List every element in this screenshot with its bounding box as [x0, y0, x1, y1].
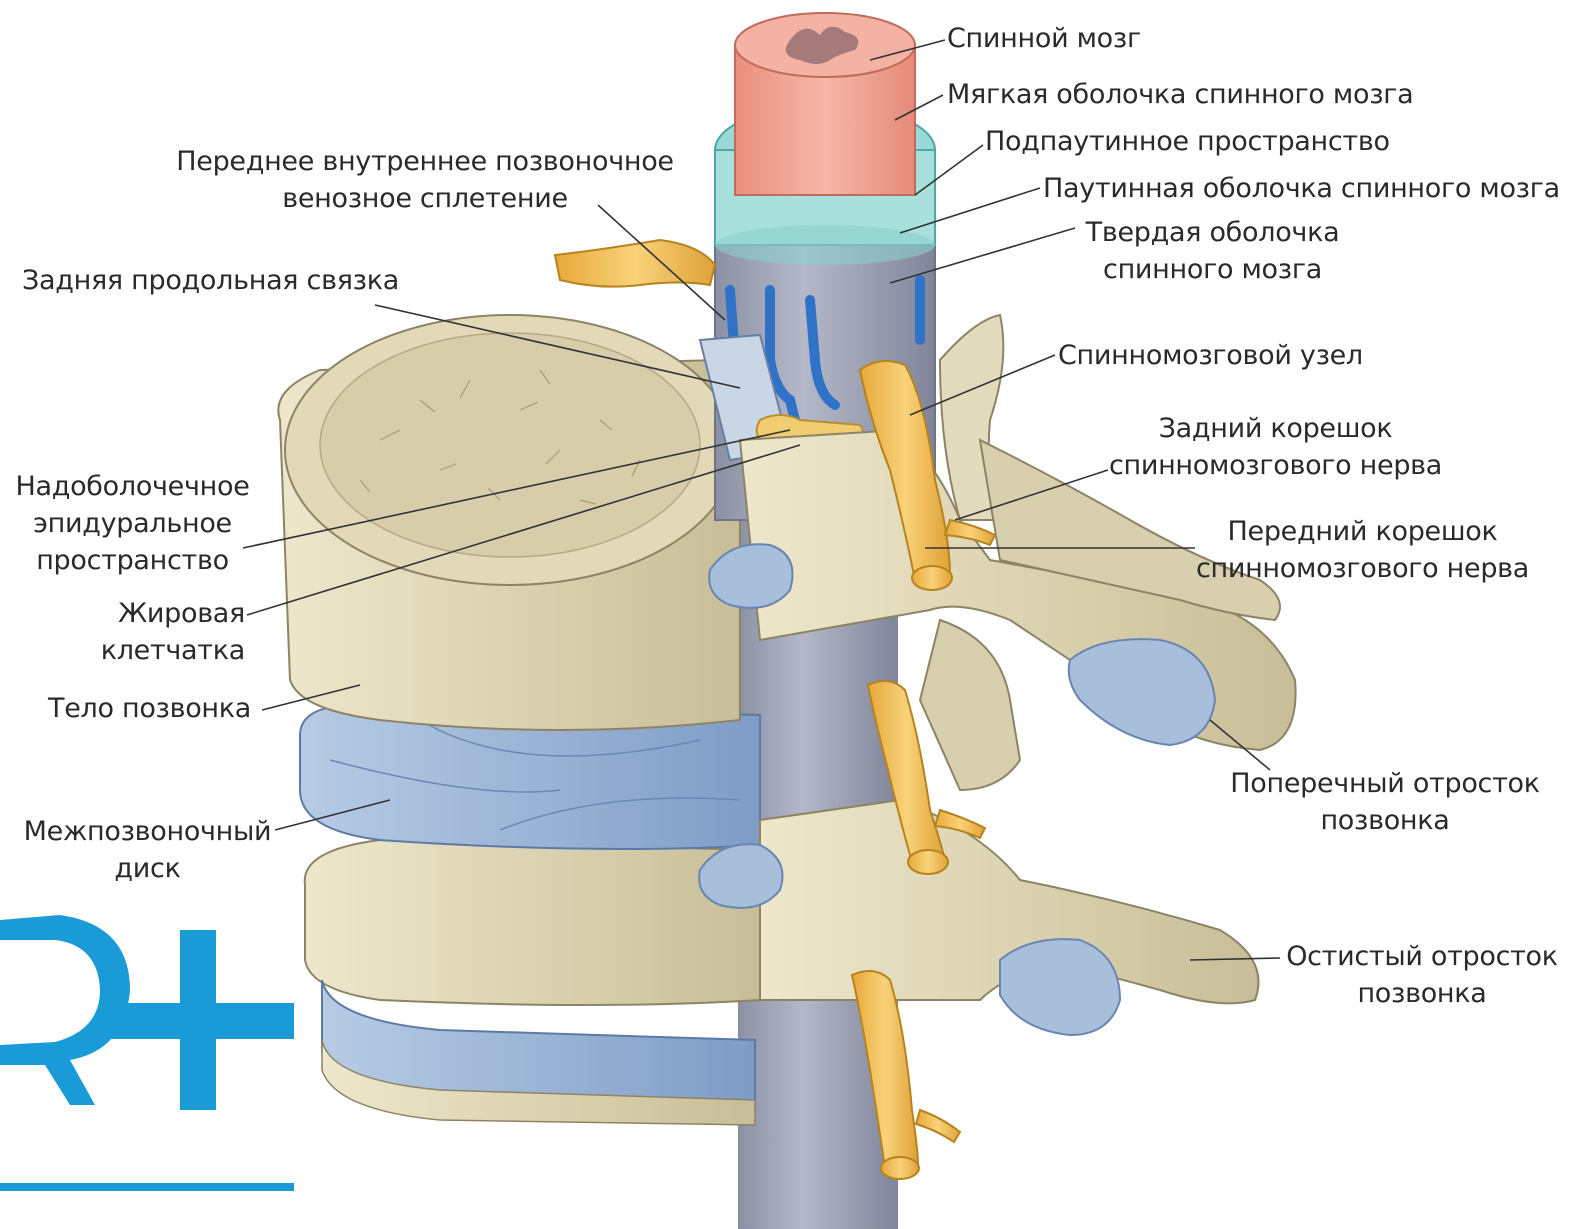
label-spinal-ganglion: Спинномозговой узел [1058, 337, 1363, 374]
middle-arch [920, 620, 1020, 790]
spinous-facet [1000, 939, 1120, 1035]
label-arachnoid-mater: Паутинная оболочка спинного мозга [1043, 170, 1560, 207]
label-vertebral-body: Тело позвонка [48, 690, 251, 727]
label-pia-mater: Мягкая оболочка спинного мозга [947, 76, 1413, 113]
label-spinal-cord: Спинной мозг [947, 20, 1141, 57]
transverse-facet [1069, 639, 1215, 745]
label-posterior-ligament: Задняя продольная связка [22, 262, 399, 299]
vertebral-body-lower [305, 840, 760, 1005]
logo-watermark [0, 915, 294, 1191]
label-subarachnoid-space: Подпаутинное пространство [985, 123, 1390, 160]
